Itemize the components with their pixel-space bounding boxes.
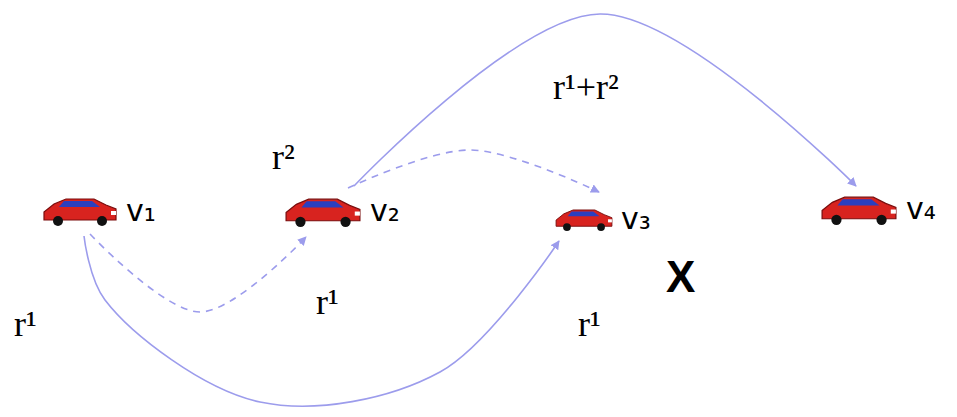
car-window: [837, 199, 879, 205]
car-body: [44, 199, 116, 220]
vehicle-label: v₄: [906, 192, 936, 225]
vehicle-label: v₃: [621, 202, 651, 235]
vehicle-node: v₄: [818, 188, 936, 229]
car-body: [556, 210, 612, 226]
packet-label: r²: [272, 138, 295, 178]
vehicle-label: v₁: [126, 194, 156, 227]
car-icon: [282, 190, 364, 231]
vehicle-node: v₃: [553, 202, 651, 235]
car-wheel: [53, 216, 63, 226]
transmission-arrow: [84, 236, 559, 406]
car-wheel: [563, 223, 571, 231]
car-wheel: [876, 215, 886, 225]
car-wheel: [831, 215, 841, 225]
car-wheel: [340, 217, 350, 227]
dashed-transmission-arrow: [348, 150, 599, 192]
car-headlight: [891, 210, 896, 214]
car-headlight: [608, 219, 612, 222]
car-headlight: [111, 211, 116, 215]
packet-label: r¹: [578, 305, 601, 345]
car-body: [286, 199, 360, 221]
packet-label: r¹: [14, 305, 37, 345]
packet-label: r¹+r²: [553, 68, 619, 108]
packet-label: r¹: [316, 283, 339, 323]
vehicle-node: v₁: [40, 190, 156, 230]
car-wheel: [97, 216, 107, 226]
car-window: [301, 201, 343, 207]
car-body: [822, 197, 896, 219]
transmission-arrow: [354, 14, 856, 186]
car-headlight: [355, 212, 360, 216]
vehicle-label: v₂: [370, 194, 400, 227]
car-window: [59, 201, 100, 207]
car-window: [568, 212, 600, 217]
car-icon: [553, 203, 615, 234]
car-icon: [40, 190, 120, 230]
vehicle-node: v₂: [282, 190, 400, 231]
car-icon: [818, 188, 900, 229]
car-wheel: [295, 217, 305, 227]
dashed-transmission-arrow: [90, 234, 306, 312]
car-wheel: [597, 223, 605, 231]
packet-label: X: [666, 253, 695, 301]
